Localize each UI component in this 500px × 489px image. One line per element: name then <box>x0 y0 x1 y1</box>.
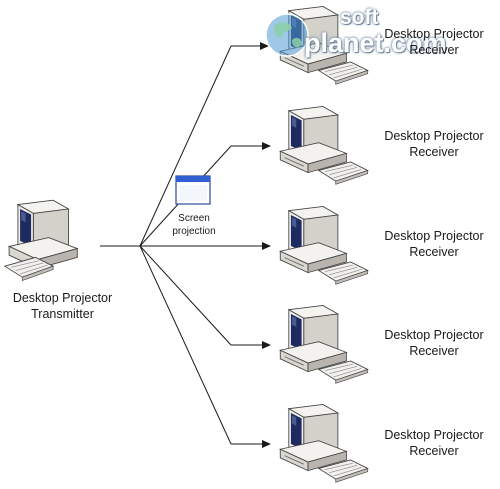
transmitter-computer-icon <box>4 199 78 282</box>
receiver-label-line2: Receiver <box>409 245 459 259</box>
receiver-label-line1: Desktop Projector <box>384 428 484 442</box>
receiver-label-1: Desktop Projector Receiver <box>370 26 498 58</box>
screen-projection-line1: Screen <box>178 213 210 224</box>
globe-icon <box>265 13 309 57</box>
receiver-label-3: Desktop Projector Receiver <box>370 228 498 260</box>
receiver-computer-icon-2 <box>279 105 369 185</box>
receiver-label-line2: Receiver <box>409 444 459 458</box>
link-receiver-5 <box>139 245 232 445</box>
softplanet-watermark: soft planet.com <box>258 6 500 68</box>
receiver-label-line1: Desktop Projector <box>384 129 484 143</box>
screen-projection-line2: projection <box>172 226 216 237</box>
screen-window-icon <box>175 175 211 205</box>
connector-lines <box>100 42 271 448</box>
link-receiver-1 <box>139 45 232 247</box>
screen-projection-label: Screen projection <box>162 212 226 238</box>
receiver-label-4: Desktop Projector Receiver <box>370 327 498 359</box>
receiver-label-line2: Receiver <box>409 344 459 358</box>
receiver-label-2: Desktop Projector Receiver <box>370 128 498 160</box>
receiver-label-line2: Receiver <box>409 43 459 57</box>
receiver-label-line1: Desktop Projector <box>384 27 484 41</box>
transmitter-label: Desktop Projector Transmitter <box>0 290 125 322</box>
receiver-label-line1: Desktop Projector <box>384 229 484 243</box>
link-receiver-4 <box>139 245 232 346</box>
watermark-soft-text: soft <box>340 6 379 29</box>
receiver-computer-icon-4 <box>279 304 369 384</box>
receiver-computer-icon-5 <box>279 403 369 483</box>
receiver-label-line1: Desktop Projector <box>384 328 484 342</box>
transmitter-label-line1: Desktop Projector <box>12 291 113 305</box>
watermark-planet-text: planet.com <box>304 28 447 58</box>
transmitter-label-line2: Transmitter <box>31 307 94 321</box>
receiver-computer-icon-3 <box>279 205 369 285</box>
receiver-label-line2: Receiver <box>409 145 459 159</box>
receiver-label-5: Desktop Projector Receiver <box>370 427 498 459</box>
